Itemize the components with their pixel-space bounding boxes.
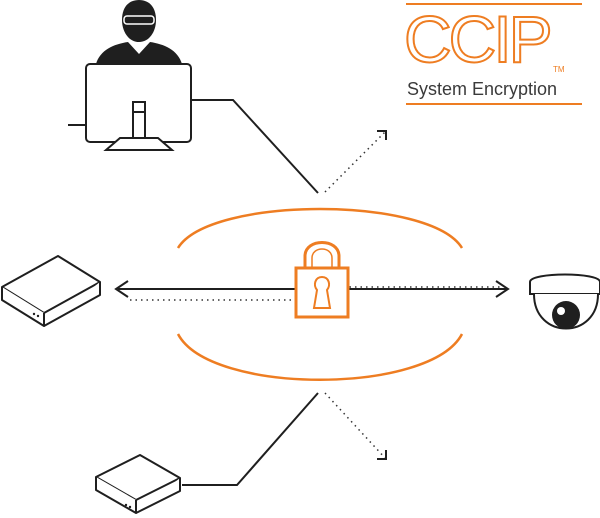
- monitor-link-solid: [191, 99, 319, 194]
- logo-subtitle: System Encryption: [407, 79, 557, 99]
- encryption-arc-bottom: [176, 333, 464, 381]
- nvr-box-icon: [1, 255, 101, 327]
- padlock-icon: [294, 241, 350, 319]
- desktop-monitor-icon: [68, 63, 192, 151]
- small-server-box-icon: [95, 454, 181, 514]
- logo-trademark: TM: [553, 65, 565, 74]
- logo-title: CCIP: [404, 2, 550, 76]
- main-link-dotted: [130, 286, 500, 301]
- monitor-link-dotted: [324, 130, 387, 193]
- arrow-right-icon: [495, 280, 510, 298]
- hacker-user-icon: [96, 0, 182, 64]
- encryption-arc-top: [176, 207, 464, 249]
- arrow-left-icon: [114, 280, 129, 298]
- bottom-link-dotted: [324, 392, 387, 460]
- bottom-link-solid: [182, 392, 319, 486]
- ccip-logo: CCIP TM System Encryption: [403, 1, 582, 105]
- dome-camera-icon: [529, 273, 600, 330]
